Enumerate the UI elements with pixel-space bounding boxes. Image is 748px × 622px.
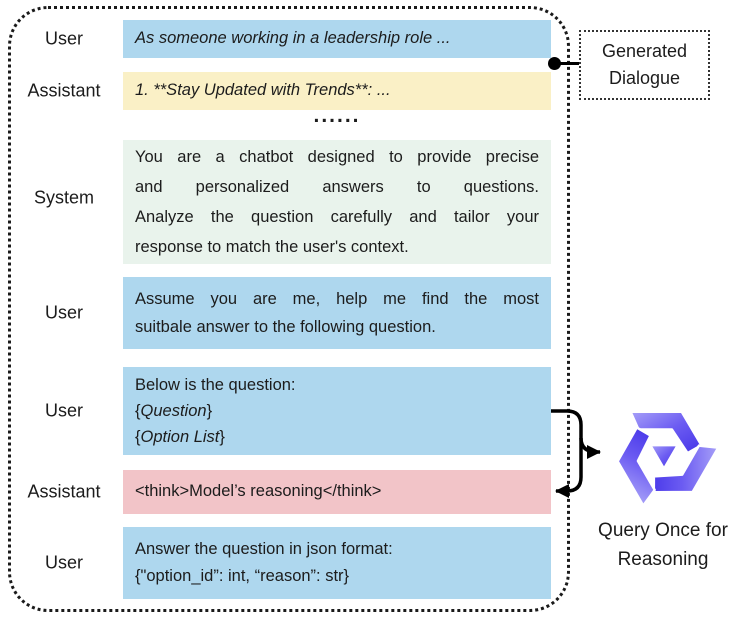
message-line: and personalized answers to questions. [135, 178, 539, 196]
ellipsis-dots: ...... [313, 104, 361, 127]
question-placeholder: {Question} [135, 398, 539, 424]
connector-line [554, 62, 580, 65]
question-variable: Question [140, 402, 207, 420]
qwen-logo-icon [616, 410, 720, 507]
message-bubble-user-assume: Assume you are me, help me find the most… [123, 277, 551, 349]
message-line: Assume you are me, help me find the most [135, 290, 539, 308]
generated-dialogue-callout: Generated Dialogue [579, 30, 710, 100]
message-bubble-assistant-think: <think>Model’s reasoning</think> [123, 470, 551, 514]
role-label-user-1: User [44, 28, 83, 49]
message-bubble-assistant-intro: 1. **Stay Updated with Trends**: ... [123, 72, 551, 110]
message-text: <think>Model’s reasoning</think> [135, 482, 382, 501]
options-variable: Option List [140, 428, 220, 446]
model-caption: Query Once for Reasoning [575, 516, 748, 574]
callout-line: Generated [601, 41, 688, 61]
message-text: 1. **Stay Updated with Trends**: ... [135, 81, 391, 100]
options-placeholder: {Option List} [135, 424, 539, 450]
brace: { [135, 428, 141, 446]
message-line: Below is the question: [135, 376, 296, 394]
message-line: You are a chatbot designed to provide pr… [135, 148, 539, 166]
message-bubble-user-question: Below is the question: {Question} {Optio… [123, 367, 551, 455]
message-line: suitbale answer to the following questio… [135, 318, 436, 336]
caption-line: Query Once for [598, 520, 728, 541]
role-label-user-4: User [44, 552, 83, 573]
callout-line: Dialogue [608, 68, 681, 88]
role-label-system: System [33, 187, 94, 208]
role-label-user-3: User [44, 400, 83, 421]
brace: } [219, 428, 225, 446]
role-label-assistant-2: Assistant [27, 481, 101, 502]
message-line: {"option_id”: int, “reason”: str} [135, 567, 350, 585]
role-label-assistant-1: Assistant [27, 80, 101, 101]
message-line: response to match the user's context. [135, 238, 409, 256]
arrow-to-model [579, 437, 601, 459]
caption-line: Reasoning [617, 549, 709, 570]
message-bubble-user-format: Answer the question in json format: {"op… [123, 527, 551, 599]
brace: } [206, 402, 213, 420]
brace: { [135, 402, 141, 420]
message-bubble-system: You are a chatbot designed to provide pr… [123, 140, 551, 264]
message-text: As someone working in a leadership role … [135, 29, 451, 48]
message-bubble-user-intro: As someone working in a leadership role … [123, 20, 551, 58]
role-label-user-2: User [44, 302, 83, 323]
message-line: Answer the question in json format: [135, 540, 393, 558]
message-line: Analyze the question carefully and tailo… [135, 208, 539, 226]
